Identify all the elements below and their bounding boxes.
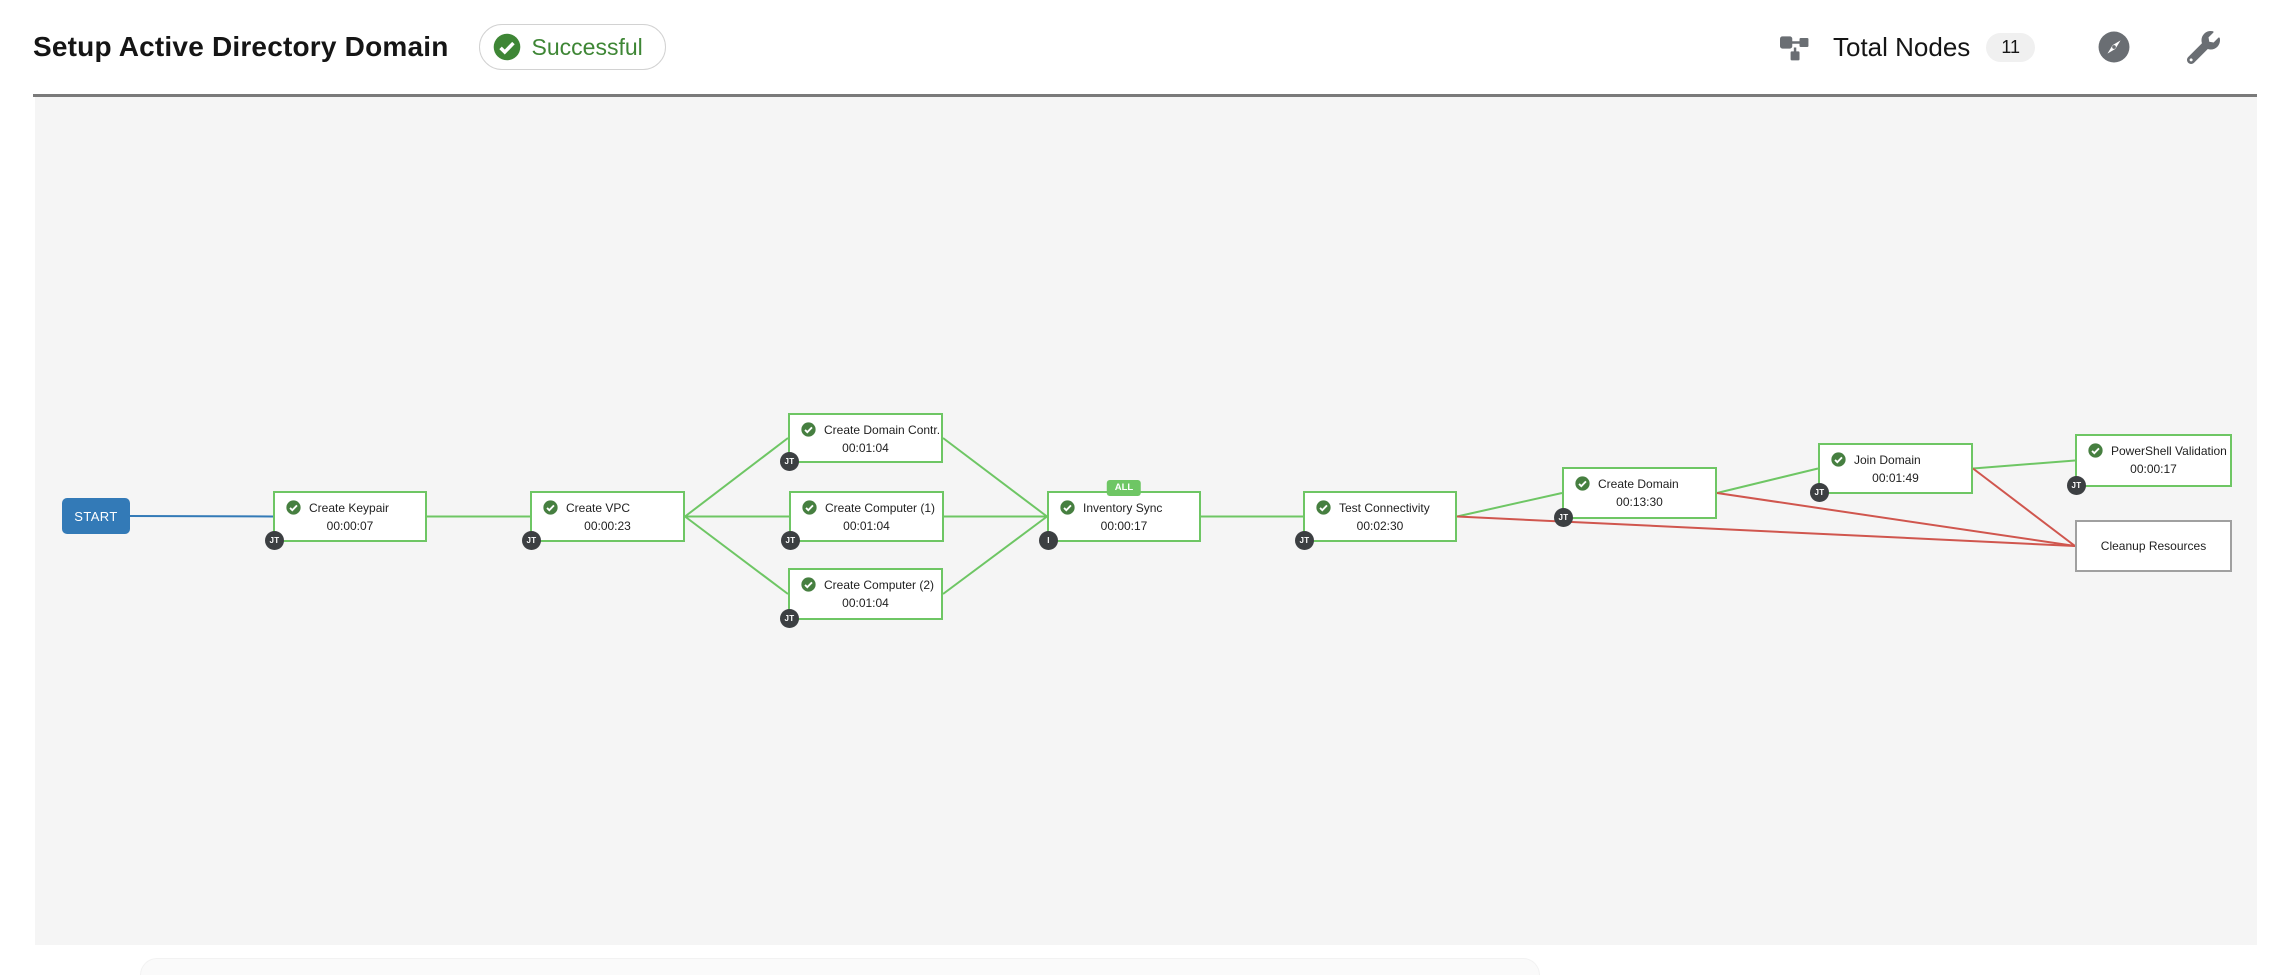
workflow-edges bbox=[129, 437, 2076, 595]
topology-icon bbox=[1780, 34, 1809, 61]
node-elapsed-time: 00:00:17 bbox=[2130, 462, 2177, 476]
node-label: Create VPC bbox=[566, 500, 631, 515]
success-icon bbox=[802, 500, 817, 515]
node-elapsed-time: 00:01:04 bbox=[842, 596, 889, 610]
workflow-output-header: Setup Active Directory Domain Successful… bbox=[0, 0, 2290, 94]
node-type-badge: JT bbox=[265, 531, 284, 550]
workflow-node-start: START bbox=[62, 498, 130, 534]
node-elapsed-time: 00:00:17 bbox=[1100, 519, 1148, 533]
node-label: Test Connectivity bbox=[1339, 500, 1430, 515]
node-label: Create Domain bbox=[1598, 476, 1679, 491]
node-type-badge: JT bbox=[1295, 531, 1314, 550]
edge-create-domain-cleanup-resources bbox=[1716, 492, 2076, 547]
wrench-tools-button[interactable] bbox=[2187, 30, 2220, 64]
node-type-badge: JT bbox=[780, 609, 799, 628]
node-label: Create Computer (2) bbox=[824, 577, 935, 592]
success-icon bbox=[543, 500, 558, 515]
edge-test-connectivity-create-domain bbox=[1456, 492, 1563, 518]
success-icon bbox=[2088, 443, 2103, 458]
legend-compass-button[interactable] bbox=[2097, 30, 2131, 64]
node-elapsed-time: 00:01:04 bbox=[842, 441, 889, 455]
edge-join-domain-powershell-validation bbox=[1972, 459, 2076, 470]
node-type-badge: JT bbox=[1810, 483, 1829, 502]
node-elapsed-time: 00:01:49 bbox=[1872, 471, 1919, 485]
node-elapsed-time: 00:00:23 bbox=[584, 519, 631, 533]
node-type-badge: JT bbox=[780, 452, 799, 471]
edge-start-create-keypair bbox=[129, 515, 274, 518]
total-nodes-count-badge: 11 bbox=[1986, 32, 2035, 62]
node-type-badge: JT bbox=[781, 531, 800, 550]
page-title: Setup Active Directory Domain bbox=[33, 31, 449, 62]
node-type-badge: JT bbox=[1554, 508, 1573, 527]
success-icon bbox=[1060, 500, 1075, 515]
bottom-overlay-shadow bbox=[140, 958, 1540, 975]
node-type-badge: I bbox=[1039, 531, 1058, 550]
node-label: Inventory Sync bbox=[1083, 500, 1163, 515]
node-elapsed-time: 00:01:04 bbox=[843, 519, 890, 533]
success-icon bbox=[801, 577, 816, 592]
node-elapsed-time: 00:00:07 bbox=[326, 519, 374, 533]
node-type-badge: JT bbox=[2067, 476, 2086, 495]
node-elapsed-time: 00:13:30 bbox=[1616, 495, 1663, 509]
node-type-badge: JT bbox=[522, 531, 541, 550]
edge-create-computer-2-inventory-sync bbox=[942, 515, 1048, 595]
status-badge: Successful bbox=[478, 24, 666, 70]
node-label: Create Computer (1) bbox=[825, 500, 936, 515]
success-check-icon bbox=[493, 33, 521, 61]
success-icon bbox=[1316, 500, 1331, 515]
success-icon bbox=[801, 422, 816, 437]
edge-join-domain-cleanup-resources bbox=[1972, 467, 2076, 547]
workflow-node-cleanup-resources[interactable]: Cleanup Resources bbox=[2075, 520, 2232, 572]
success-icon bbox=[1575, 476, 1590, 491]
total-nodes-label: Total Nodes bbox=[1833, 31, 1971, 62]
success-icon bbox=[1831, 452, 1846, 467]
status-badge-label: Successful bbox=[531, 33, 643, 60]
edge-create-vpc-create-domain-controller bbox=[684, 437, 789, 518]
edge-create-vpc-create-computer-2 bbox=[684, 515, 789, 595]
node-label: Join Domain bbox=[1854, 452, 1921, 467]
edge-create-domain-controller-inventory-sync bbox=[942, 437, 1048, 518]
node-elapsed-time: 00:02:30 bbox=[1356, 519, 1404, 533]
node-label: Create Domain Contr... bbox=[824, 422, 941, 437]
node-label: Create Keypair bbox=[309, 500, 390, 515]
convergence-all-badge: ALL bbox=[1106, 480, 1142, 496]
header-right-controls: Total Nodes 11 bbox=[1780, 0, 2220, 94]
edge-create-domain-join-domain bbox=[1716, 467, 1819, 494]
node-label: PowerShell Validation bbox=[2111, 443, 2227, 458]
success-icon bbox=[286, 500, 301, 515]
header-divider bbox=[33, 94, 2257, 97]
node-label: Cleanup Resources bbox=[2100, 539, 2207, 553]
